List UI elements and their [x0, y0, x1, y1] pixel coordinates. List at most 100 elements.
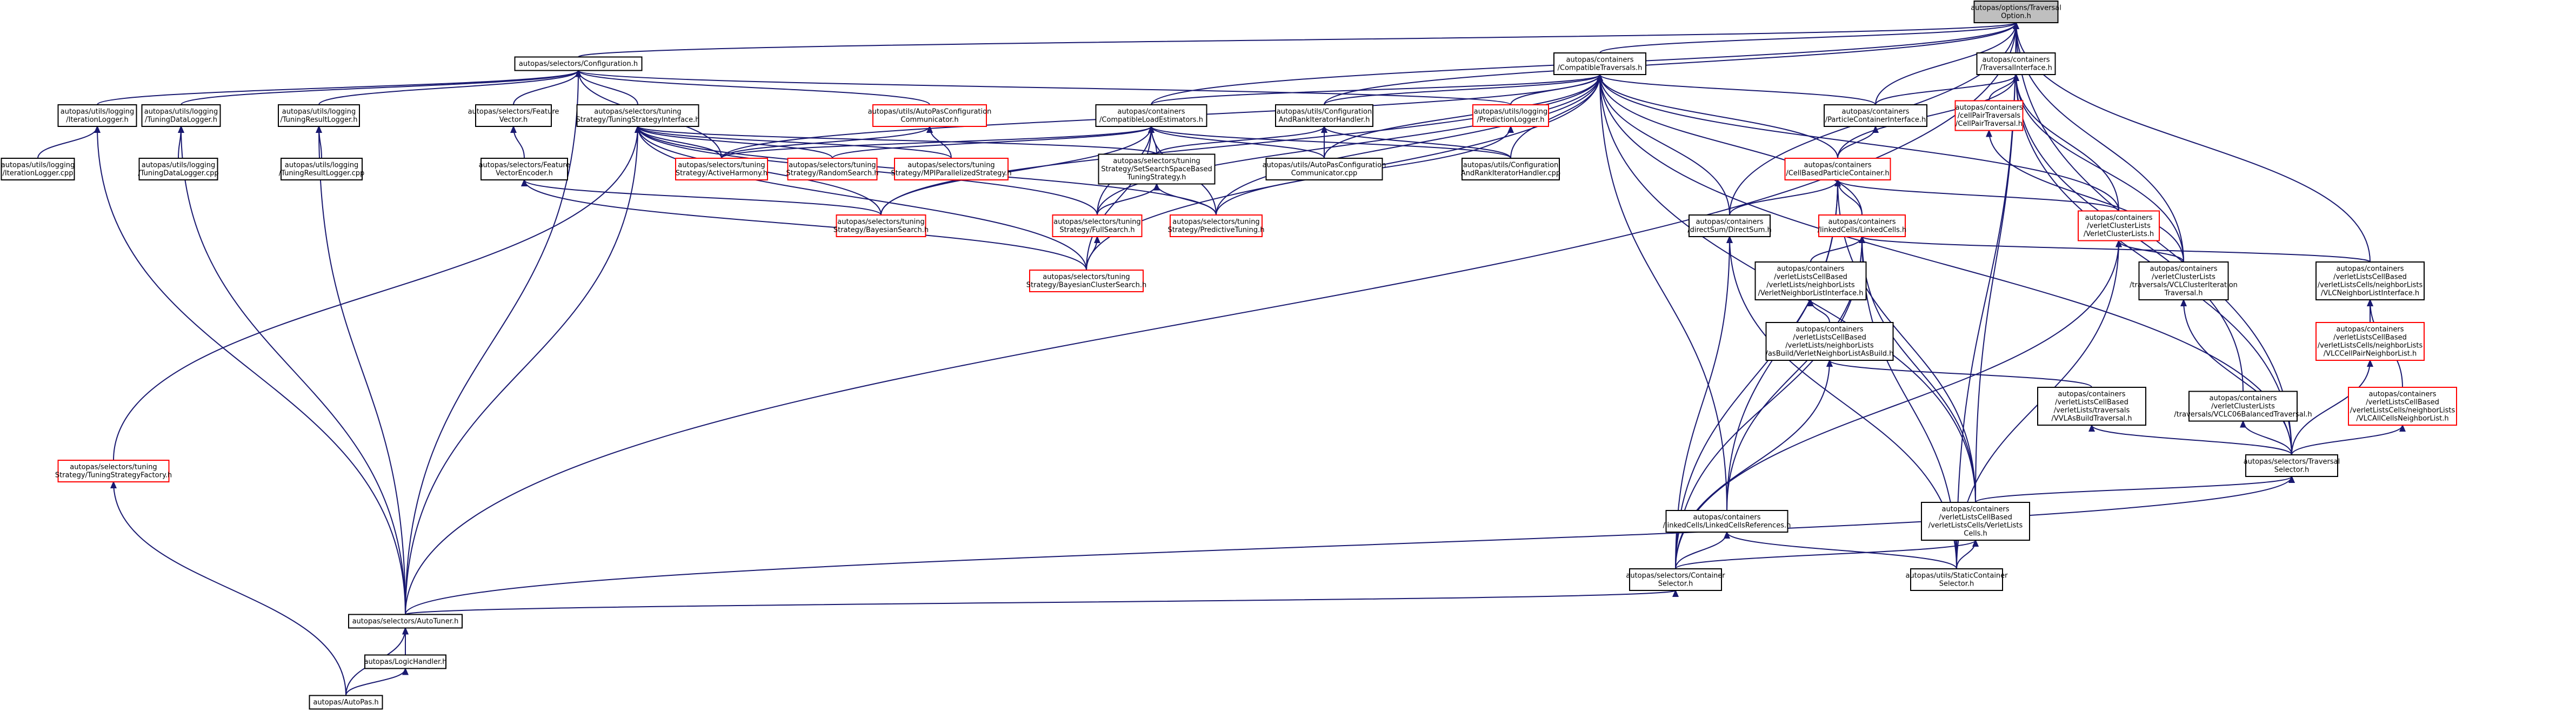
edge-pcif-includes-compat — [1597, 73, 1876, 105]
file-node-box — [2245, 454, 2338, 477]
file-node-vlcpair[interactable]: autopas/containers/verletListsCellBased/… — [2315, 322, 2425, 361]
file-node-label: /verletLists/neighborLists — [1785, 342, 1874, 350]
file-node-label: Strategy/SetSearchSpaceBased — [1101, 165, 1212, 173]
file-node-tundatacpp[interactable]: autopas/utils/logging/TuningDataLogger.c… — [138, 158, 219, 180]
file-node-apcommcpp[interactable]: autopas/utils/AutoPasConfigurationCommun… — [1263, 158, 1386, 180]
file-node-label: Strategy/FullSearch.h — [1059, 226, 1134, 234]
file-node-vcl[interactable]: autopas/containers/verletClusterLists/Ve… — [2078, 210, 2160, 241]
file-node-box — [2188, 391, 2298, 422]
file-node-label: Strategy/BayesianSearch.h — [833, 226, 929, 234]
file-node-vlcall[interactable]: autopas/containers/verletListsCellBased/… — [2348, 387, 2457, 426]
file-node-label: /verletListsCells/neighborLists — [2318, 342, 2423, 350]
file-node-tunrescpp[interactable]: autopas/utils/logging/TuningResultLogger… — [279, 158, 365, 180]
edge-tsel-includes-vclct — [2180, 299, 2292, 455]
file-node-label: /TuningDataLogger.cpp — [138, 170, 218, 178]
file-node-tundata[interactable]: autopas/utils/logging/TuningDataLogger.h — [141, 104, 221, 127]
file-node-tunres[interactable]: autopas/utils/logging/TuningResultLogger… — [278, 104, 360, 127]
file-node-vnli[interactable]: autopas/containers/verletListsCellBased/… — [1754, 261, 1867, 300]
file-node-label: /verletListsCells/neighborLists — [2318, 281, 2423, 290]
file-node-box — [1461, 158, 1560, 180]
edge-cbpc-includes-pcif — [1837, 125, 1879, 159]
file-node-compat[interactable]: autopas/containers/CompatibleTraversals.… — [1553, 52, 1646, 75]
file-node-box — [138, 158, 218, 180]
file-node-label: /TuningDataLogger.h — [145, 116, 217, 124]
file-node-bcs[interactable]: autopas/selectors/tuningStrategy/Bayesia… — [1026, 270, 1146, 292]
file-node-label: /verletListsCells/VerletLists — [1928, 522, 2023, 530]
edge-autotuner-includes-csel — [405, 589, 1678, 615]
edge-autotuner-includes-root — [405, 22, 2019, 615]
file-node-vlcnli[interactable]: autopas/containers/verletListsCellBased/… — [2315, 261, 2425, 300]
file-node-label: autopas/containers — [1693, 514, 1761, 522]
file-node-travif[interactable]: autopas/containers/TraversalInterface.h — [1976, 52, 2056, 75]
file-node-pt[interactable]: autopas/selectors/tuningStrategy/Predict… — [1167, 214, 1265, 237]
edge-bs-includes-featenc — [521, 179, 882, 216]
file-node-box — [1052, 214, 1143, 237]
file-node-apcomm[interactable]: autopas/utils/AutoPasConfigurationCommun… — [868, 104, 992, 127]
file-node-vnlab[interactable]: autopas/containers/verletListsCellBased/… — [1765, 322, 1894, 361]
file-node-mpi[interactable]: autopas/selectors/tuningStrategy/MPIPara… — [891, 158, 1012, 180]
edge-vlcnli-includes-root — [2013, 22, 2371, 263]
file-node-box — [872, 104, 987, 127]
file-node-autopas[interactable]: autopas/AutoPas.h — [309, 695, 383, 710]
file-node-vclct[interactable]: autopas/containers/verletClusterLists/tr… — [2130, 261, 2238, 300]
file-node-cle[interactable]: autopas/containers/CompatibleLoadEstimat… — [1095, 104, 1207, 127]
file-node-tsi[interactable]: autopas/selectors/tuningStrategy/TuningS… — [576, 104, 700, 127]
edge-vvlab-includes-vnlab — [1826, 359, 2092, 388]
file-node-tsf[interactable]: autopas/selectors/tuningStrategy/TuningS… — [55, 460, 172, 482]
file-node-logic[interactable]: autopas/LogicHandler.h — [364, 654, 447, 669]
file-node-vclc02[interactable]: autopas/containers/verletClusterLists/tr… — [2174, 391, 2312, 422]
file-node-label: /VLCCellPairNeighborList.h — [2324, 350, 2417, 358]
file-node-ah[interactable]: autopas/selectors/tuningStrategy/ActiveH… — [675, 158, 768, 180]
file-node-carihcpp[interactable]: autopas/utils/ConfigurationAndRankIterat… — [1461, 158, 1560, 180]
file-node-label: autopas/containers — [1942, 506, 2010, 514]
file-node-ds[interactable]: autopas/containers/directSum/DirectSum.h — [1687, 214, 1772, 237]
file-node-box — [1029, 270, 1144, 292]
file-node-pcif[interactable]: autopas/containers/ParticleContainerInte… — [1824, 104, 1927, 127]
edge-csel-includes-lcref — [1675, 531, 1730, 569]
edge-ah-includes-cle — [721, 125, 1154, 159]
file-node-autotuner[interactable]: autopas/selectors/AutoTuner.h — [348, 614, 463, 629]
file-node-label: /CellPairTraversal.h — [1956, 120, 2023, 128]
file-node-label: autopas/selectors/tuning — [1053, 218, 1140, 226]
file-node-config[interactable]: autopas/selectors/Configuration.h — [514, 56, 643, 71]
file-node-lcref[interactable]: autopas/containers/linkedCells/LinkedCel… — [1663, 510, 1791, 533]
file-node-label: autopas/utils/logging — [61, 108, 135, 116]
edge-csel-includes-vnlab — [1675, 359, 1833, 569]
file-node-lc[interactable]: autopas/containers/linkedCells/LinkedCel… — [1818, 214, 1906, 237]
file-node-label: /verletListsCellBased — [2055, 399, 2128, 407]
file-node-box — [2348, 387, 2457, 426]
file-node-box — [1095, 104, 1207, 127]
file-node-label: Traversal.h — [2164, 290, 2203, 298]
file-node-ssrb[interactable]: autopas/selectors/tuningStrategy/SetSear… — [1098, 153, 1216, 185]
file-node-vlc[interactable]: autopas/containers/verletListsCellBased/… — [1921, 502, 2030, 541]
edge-autopas-includes-logic — [345, 667, 409, 696]
file-node-rs[interactable]: autopas/selectors/tuningStrategy/RandomS… — [786, 158, 879, 180]
file-node-cpt[interactable]: autopas/containers/cellPairTraversals/Ce… — [1954, 100, 2024, 131]
file-node-carih[interactable]: autopas/utils/ConfigurationAndRankIterat… — [1275, 104, 1373, 127]
file-node-bs[interactable]: autopas/selectors/tuningStrategy/Bayesia… — [833, 214, 929, 237]
file-node-label: autopas/selectors/tuning — [70, 463, 157, 472]
file-node-box — [2315, 261, 2425, 300]
file-node-predlog[interactable]: autopas/utils/logging/PredictionLogger.h — [1472, 104, 1549, 127]
file-node-iterlogcpp[interactable]: autopas/utils/logging/IterationLogger.cp… — [1, 158, 75, 180]
edge-ssrb-includes-tsi — [635, 125, 1157, 155]
file-node-fs[interactable]: autopas/selectors/tuningStrategy/FullSea… — [1052, 214, 1143, 237]
file-node-box — [1910, 568, 2003, 591]
edge-autotuner-includes-config — [405, 69, 582, 615]
edge-mpi-includes-tsi — [635, 125, 952, 159]
edge-vnlab-includes-vnli — [1807, 299, 1830, 323]
file-node-cbpc[interactable]: autopas/containers/CellBasedParticleCont… — [1784, 158, 1891, 180]
file-node-label: autopas/selectors/tuning — [594, 108, 681, 116]
file-node-vvlab[interactable]: autopas/containers/verletListsCellBased/… — [2037, 387, 2146, 426]
edge-vlcnli-includes-lc — [1859, 236, 2371, 263]
edge-rs-includes-tsi — [635, 125, 833, 159]
file-node-label: /linkedCells/LinkedCells.h — [1818, 226, 1906, 234]
file-node-iterlog[interactable]: autopas/utils/logging/IterationLogger.h — [57, 104, 137, 127]
